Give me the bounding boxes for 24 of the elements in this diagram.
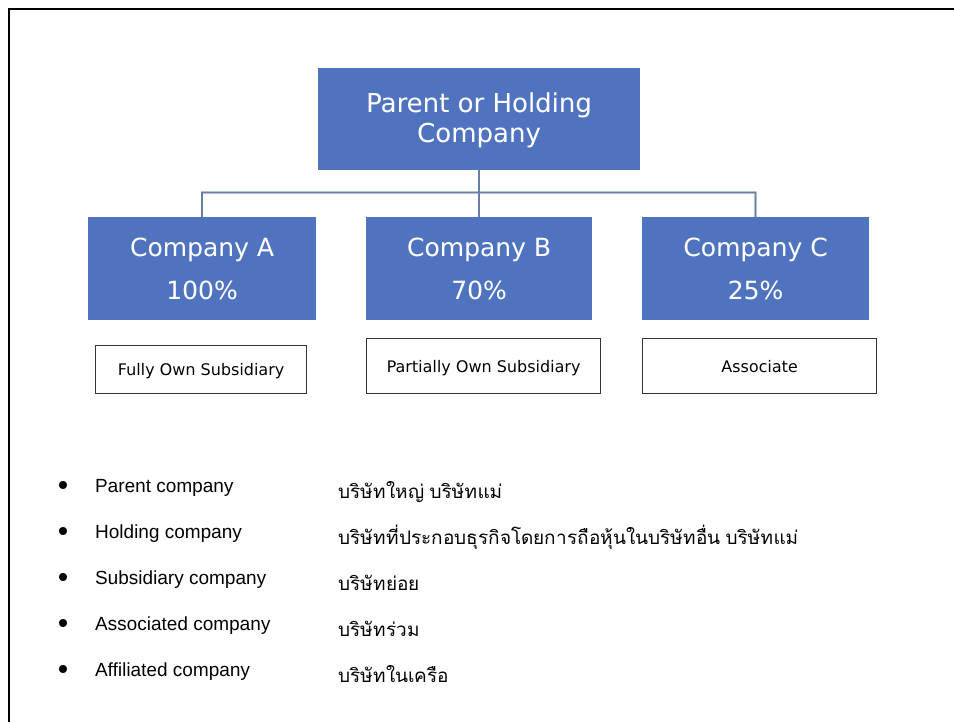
company-name: Company C xyxy=(683,232,828,262)
thai-translation: บริษัทในเครือ xyxy=(338,664,448,689)
term: Associated company xyxy=(95,614,270,636)
term: Subsidiary company xyxy=(95,568,266,590)
thai-translation: บริษัทย่อย xyxy=(338,573,419,597)
thai-translation: บริษัทที่ประกอบธุรกิจโดยการถือหุ้นในบริษัทอื่น บริษัทแม่ xyxy=(338,522,798,552)
thai-translation: บริษัทใหญ่ บริษัทแม่ xyxy=(338,480,502,505)
term: Parent company xyxy=(95,476,234,498)
company-box xyxy=(366,217,592,320)
connector-line xyxy=(478,170,756,217)
company-name: Company A xyxy=(130,232,274,262)
company-box: Parent or Holding Company xyxy=(318,68,640,170)
company-box xyxy=(88,217,316,320)
description-box: Partially Own Subsidiary xyxy=(366,338,601,394)
term: Affiliated company xyxy=(95,660,250,682)
description-box: Associate xyxy=(642,338,877,394)
ownership-percent: 100% xyxy=(166,276,238,304)
ownership-percent: 25% xyxy=(728,276,784,304)
description-box: Fully Own Subsidiary xyxy=(95,345,307,394)
term: Holding company xyxy=(95,522,242,544)
company-name: Company B xyxy=(406,232,552,262)
company-box xyxy=(642,217,869,320)
ownership-percent: 70% xyxy=(451,276,507,304)
thai-translation: บริษัทร่วม xyxy=(338,619,420,643)
